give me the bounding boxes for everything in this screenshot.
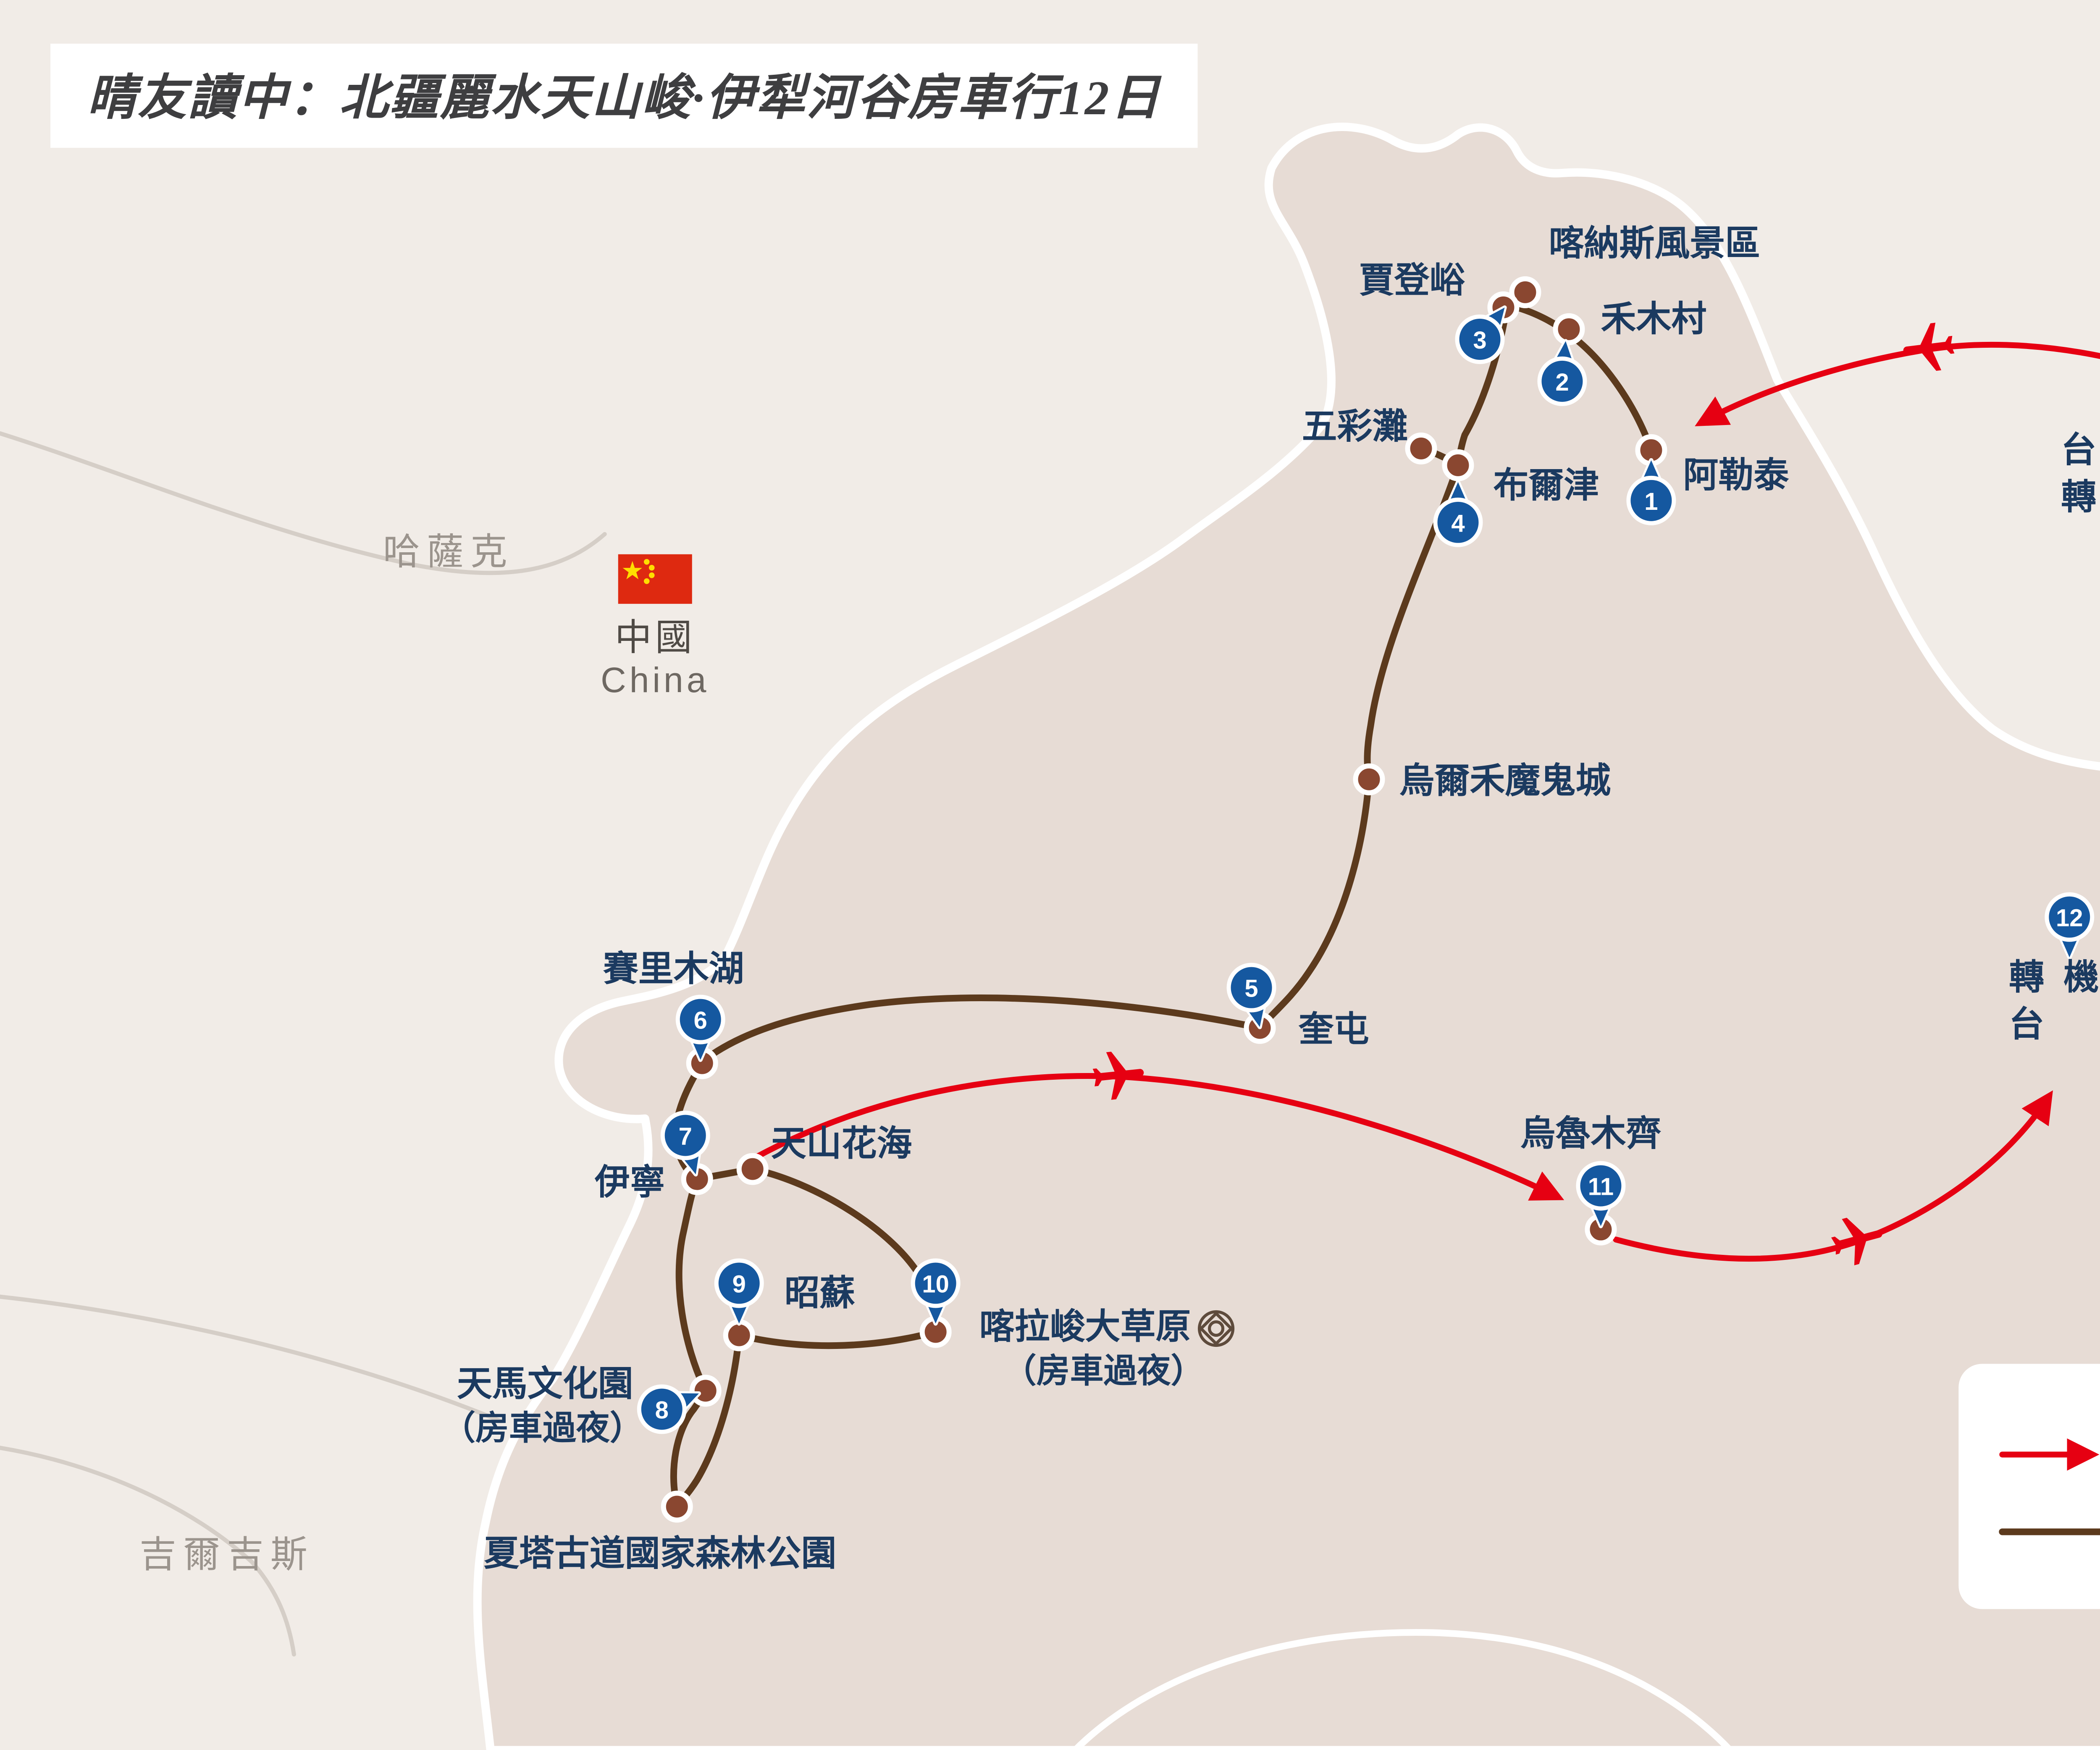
- stop-dot-tianshan-flower: [736, 1153, 769, 1185]
- label-urumqi: 烏魯木齊: [1520, 1114, 1661, 1153]
- svg-text:10: 10: [922, 1271, 949, 1298]
- stop-dot-urho: [1353, 763, 1385, 795]
- label-taiwan-outbound-1: 轉 機 點: [2009, 958, 2100, 997]
- label-tianma: 天馬文化園: [457, 1364, 633, 1404]
- airplane-icon-outbound: [1831, 1217, 1882, 1265]
- label-hemu: 禾木村: [1601, 299, 1706, 338]
- title-banner: 晴友讀中：北疆麗水天山峻·伊犁河谷房車行12日: [50, 43, 1198, 148]
- label-kyrgyzstan: 吉爾吉斯: [139, 1533, 314, 1575]
- label-taiwan-inbound-2: 轉 機 點: [2061, 477, 2100, 517]
- label-china-en: China: [601, 660, 709, 700]
- svg-text:8: 8: [655, 1397, 669, 1424]
- stay-pin-10: 10: [911, 1258, 961, 1326]
- stay-pin-3: 3: [1455, 305, 1507, 364]
- label-kalajun-overnight: （房車過夜）: [1003, 1352, 1205, 1390]
- stay-pin-2: 2: [1537, 339, 1587, 406]
- stop-dot-wucaitan: [1405, 432, 1437, 464]
- svg-text:1: 1: [1644, 488, 1658, 515]
- label-yining: 伊寧: [594, 1162, 665, 1202]
- stay-pin-9: 9: [714, 1258, 764, 1326]
- label-kanas: 喀納斯風景區: [1549, 223, 1760, 263]
- stop-dot-kanas: [1509, 276, 1541, 308]
- page-title: 晴友讀中：北疆麗水天山峻·伊犁河谷房車行12日: [87, 72, 1161, 126]
- label-sayram: 賽里木湖: [603, 949, 744, 989]
- china-flag-icon: [618, 554, 692, 604]
- stop-dot-xiata: [661, 1490, 693, 1523]
- border-line-south: [1071, 1629, 1734, 1750]
- stay-pin-12: 12: [2045, 892, 2095, 960]
- svg-text:9: 9: [732, 1271, 746, 1298]
- label-china: 中國: [615, 617, 696, 658]
- label-jiadengyu: 賈登峪: [1359, 260, 1465, 300]
- label-kazakhstan: 哈薩克: [383, 531, 514, 572]
- label-kuytun: 奎屯: [1299, 1010, 1369, 1049]
- label-tianma-overnight: （房車過夜）: [442, 1409, 643, 1446]
- label-xiata: 夏塔古道國家森林公園: [484, 1533, 837, 1573]
- stop-dot-tianma: [689, 1375, 722, 1407]
- stop-dot-hemu: [1553, 313, 1585, 345]
- stay-pin-5: 5: [1226, 963, 1276, 1029]
- stay-pin-1: 1: [1626, 458, 1676, 525]
- border-line-kazakh-1: [0, 431, 607, 575]
- svg-text:2: 2: [1555, 369, 1569, 396]
- airplane-icon-domestic: [1092, 1052, 1144, 1100]
- label-kalajun: 喀拉峻大草原: [979, 1307, 1191, 1346]
- stop-dot-zhaosu: [723, 1319, 755, 1351]
- legend: 飛機 行車 主要停留點 住宿點(天數) 世界文化遺產: [1958, 1364, 2100, 1609]
- stay-pin-8: 8: [637, 1384, 701, 1434]
- svg-text:6: 6: [694, 1007, 707, 1034]
- stay-pin-4: 4: [1433, 480, 1483, 547]
- label-taiwan-inbound-1: 台 灣: [2061, 430, 2100, 470]
- stay-pin-7: 7: [660, 1110, 710, 1177]
- svg-text:3: 3: [1473, 327, 1486, 354]
- svg-text:11: 11: [1588, 1174, 1614, 1201]
- label-burqin: 布爾津: [1493, 465, 1599, 505]
- svg-text:5: 5: [1244, 976, 1258, 1002]
- border-line-kazakh-2: [0, 1294, 503, 1423]
- svg-text:12: 12: [2056, 905, 2083, 932]
- label-zhaosu: 昭蘇: [785, 1273, 855, 1313]
- airplane-icon-inbound: [1903, 323, 1955, 371]
- label-altay: 阿勒泰: [1683, 455, 1789, 495]
- stay-pin-11: 11: [1576, 1161, 1626, 1228]
- legend-box: [1958, 1364, 2100, 1609]
- label-urho: 烏爾禾魔鬼城: [1399, 761, 1611, 800]
- label-tianshan-flower: 天山花海: [771, 1124, 912, 1163]
- heritage-icon-kalajun: [1197, 1310, 1235, 1347]
- stop-dot-burqin: [1442, 449, 1474, 481]
- svg-text:4: 4: [1451, 510, 1465, 537]
- border-line-kyrgyz: [0, 1446, 296, 1657]
- svg-text:7: 7: [679, 1123, 692, 1150]
- label-wucaitan: 五彩灘: [1302, 407, 1408, 446]
- stay-pin-6: 6: [675, 994, 725, 1062]
